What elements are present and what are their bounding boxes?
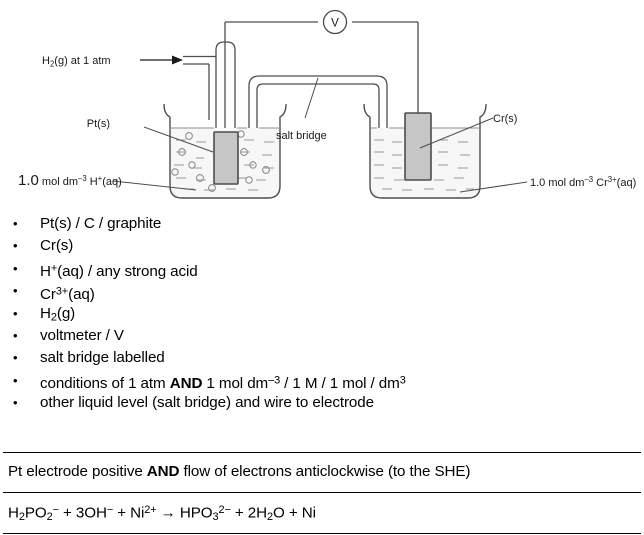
divider-bottom (3, 533, 641, 534)
left-solution-label: 1.0 mol dm–3 H+(aq) (18, 172, 122, 189)
left-beaker-glass (163, 103, 287, 199)
chemical-equation: H2PO2− + 3OH− + Ni2+ → HPO32− + 2H2O + N… (8, 504, 316, 524)
voltmeter-circle (322, 9, 348, 35)
salt-bridge-inner-wall (256, 83, 380, 152)
cell-diagram-container: V (0, 0, 644, 212)
list-item: • conditions of 1 atm AND 1 mol dm–3 / 1… (0, 370, 644, 393)
right-solution-leader (459, 181, 528, 193)
pt-label-leader (143, 126, 214, 153)
platinum-electrode (213, 131, 239, 185)
bullet-marker: • (13, 283, 18, 299)
cr-label-leader (419, 117, 494, 149)
bullet-text-cr: Cr(s) (40, 237, 74, 255)
bullet-text-pt: Pt(s) / C / graphite (40, 215, 162, 232)
list-item: • Pt(s) / C / graphite (0, 213, 644, 235)
left-beaker (163, 103, 287, 199)
divider-middle (3, 492, 641, 493)
marking-points-list: • Pt(s) / C / graphite • Cr(s) • H+(aq) … (0, 213, 644, 415)
bullet-text-voltmeter: voltmeter / V (40, 326, 124, 344)
voltmeter-label: V (331, 18, 339, 30)
glass-tube-outline (215, 41, 236, 160)
bullet-marker: • (13, 260, 18, 276)
answer-statement: Pt electrode positive AND flow of electr… (8, 463, 471, 480)
list-item: • salt bridge labelled (0, 347, 644, 369)
h2-inlet-pipe (183, 55, 216, 120)
right-beaker-glass (363, 103, 487, 199)
hydrogen-glass-tube (215, 41, 236, 160)
list-item: • other liquid level (salt bridge) and w… (0, 392, 644, 414)
right-beaker (363, 103, 487, 199)
bullet-marker: • (13, 327, 18, 343)
bullet-text-salt-bridge: salt bridge labelled (40, 349, 165, 367)
pt-electrode-label: Pt(s) (87, 118, 110, 130)
salt-bridge-label: salt bridge (276, 130, 327, 142)
list-item: • voltmeter / V (0, 325, 644, 347)
h2-inlet-label: H2(g) at 1 atm (42, 55, 111, 69)
bullet-marker: • (13, 350, 18, 366)
salt-bridge-leader (304, 77, 319, 119)
divider-top (3, 452, 641, 453)
list-item: • H+(aq) / any strong acid (0, 258, 644, 281)
right-solution-label: 1.0 mol dm–3 Cr3+(aq) (530, 175, 636, 189)
list-item: • Cr3+(aq) (0, 280, 644, 303)
bullet-text-h2: H2(g) (40, 304, 76, 324)
bullet-marker: • (13, 305, 18, 321)
bullet-text-liquid-level: other liquid level (salt bridge) and wir… (40, 394, 374, 412)
electrochemical-cell-diagram: V (18, 9, 636, 199)
bullet-text-cr3: Cr3+(aq) (40, 285, 95, 303)
salt-bridge (248, 75, 388, 152)
bullet-text-h-plus: H+(aq) / any strong acid (40, 262, 198, 281)
h2-arrow-head (172, 55, 183, 65)
bullet-marker: • (13, 372, 18, 388)
bullet-text-conditions: conditions of 1 atm AND 1 mol dm–3 / 1 M… (40, 374, 406, 393)
list-item: • Cr(s) (0, 235, 644, 257)
right-liquid-dashes (374, 139, 474, 191)
chromium-electrode (404, 112, 432, 181)
bullet-marker: • (13, 216, 18, 231)
voltmeter: V (322, 9, 348, 35)
hydrogen-bubbles (171, 130, 270, 192)
bullet-marker: • (13, 395, 18, 411)
label-leader-lines (112, 117, 528, 193)
left-solution-leader (112, 180, 197, 191)
cr-electrode-label: Cr(s) (493, 113, 517, 125)
list-item: • H2(g) (0, 303, 644, 325)
circuit-wiring (224, 21, 419, 142)
bullet-marker: • (13, 238, 18, 254)
salt-bridge-outer-wall (248, 75, 388, 152)
